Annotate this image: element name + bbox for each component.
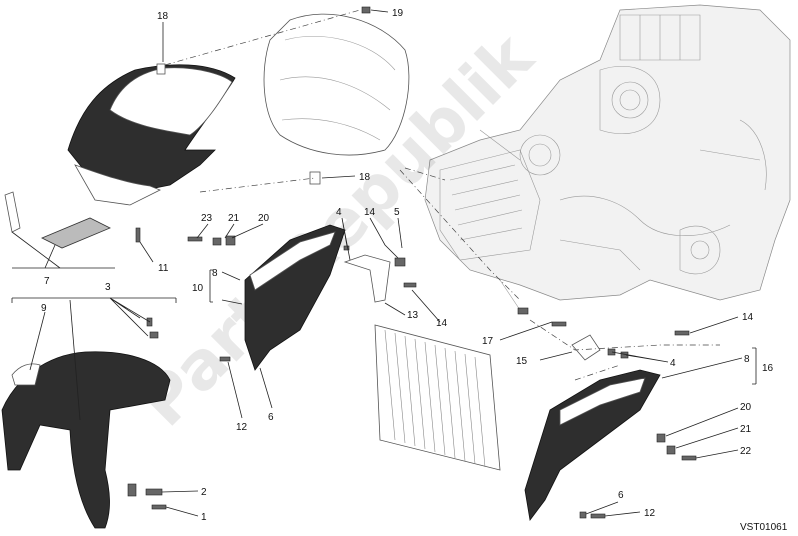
callout-6-right: 6 — [618, 490, 624, 501]
callout-21-right: 21 — [740, 424, 752, 435]
callout-labels: 18 19 18 23 21 20 11 7 3 9 4 14 5 8 10 1… — [41, 8, 788, 533]
callout-12-right: 12 — [644, 508, 656, 519]
callout-1: 1 — [201, 512, 207, 523]
bracket-15 — [571, 334, 601, 361]
callout-8-right: 8 — [744, 354, 750, 365]
callout-14-mid: 14 — [436, 318, 448, 329]
callout-7: 7 — [44, 276, 50, 287]
side-panel-right — [524, 369, 661, 521]
side-panel-left — [244, 224, 346, 371]
callout-13: 13 — [407, 310, 419, 321]
side-reflector — [4, 191, 21, 233]
callout-17: 17 — [482, 336, 494, 347]
callout-21-left: 21 — [228, 213, 240, 224]
callout-14-upper: 14 — [364, 207, 376, 218]
radiator — [374, 324, 501, 471]
callout-11: 11 — [158, 263, 169, 274]
callout-4-right: 4 — [670, 358, 676, 369]
mesh-grille — [41, 217, 111, 249]
callout-18-mid: 18 — [359, 172, 371, 183]
callout-4-upper: 4 — [336, 207, 342, 218]
assembly-lines — [164, 9, 720, 381]
callout-9: 9 — [41, 303, 47, 314]
callout-10: 10 — [192, 283, 204, 294]
engine-block — [424, 4, 791, 311]
callout-12-left: 12 — [236, 422, 248, 433]
callout-18-top: 18 — [157, 11, 169, 22]
fasteners — [127, 6, 697, 519]
callout-22: 22 — [740, 446, 752, 457]
callout-16: 16 — [762, 363, 774, 374]
leader-lines — [11, 9, 757, 517]
callout-23: 23 — [201, 213, 213, 224]
front-mudguard — [1, 351, 171, 529]
bracket-13 — [343, 254, 391, 303]
callout-20-right: 20 — [740, 402, 752, 413]
callout-6-left: 6 — [268, 412, 274, 423]
diagram-code: VST01061 — [740, 522, 788, 533]
callout-14-right: 14 — [742, 312, 754, 323]
callout-19: 19 — [392, 8, 404, 19]
callout-8-left: 8 — [212, 268, 218, 279]
callout-3: 3 — [105, 282, 111, 293]
callout-2: 2 — [201, 487, 207, 498]
callout-5: 5 — [394, 207, 400, 218]
front-fairing — [67, 63, 236, 206]
windscreen — [263, 13, 410, 185]
callout-20-left: 20 — [258, 213, 270, 224]
callout-15: 15 — [516, 356, 528, 367]
